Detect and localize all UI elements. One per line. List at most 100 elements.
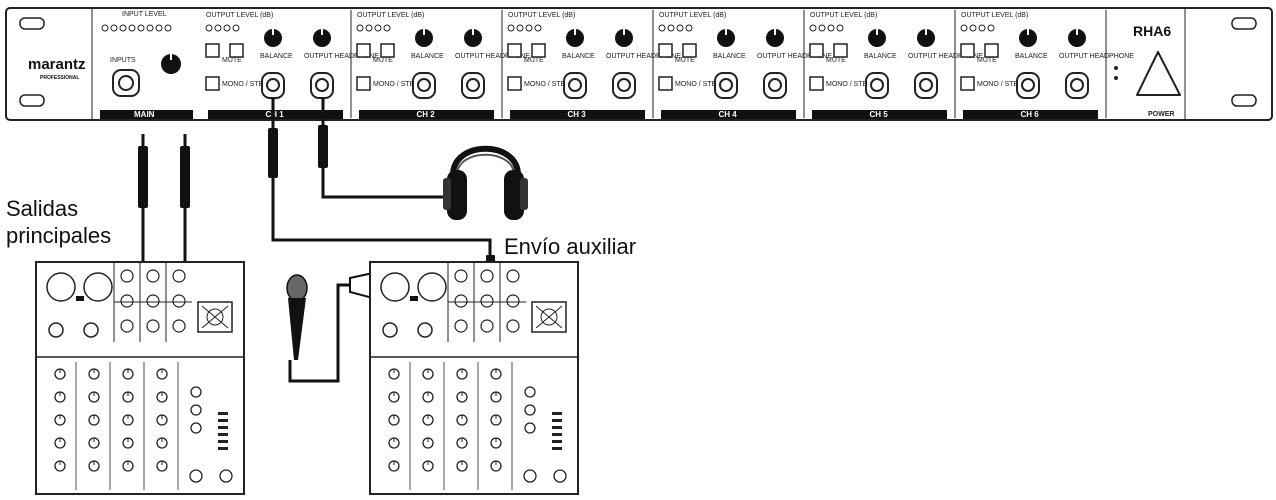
mute-button[interactable] (205, 43, 220, 58)
patch-jack[interactable] (146, 269, 160, 283)
patch-jack[interactable] (454, 294, 468, 308)
mute-label: MUTE (826, 57, 846, 64)
patch-jack[interactable] (480, 294, 494, 308)
output-knob[interactable] (464, 29, 482, 47)
balance-jack[interactable] (261, 72, 285, 99)
master-knob[interactable] (190, 422, 202, 434)
patch-jack[interactable] (146, 294, 160, 308)
meter-segment (552, 440, 562, 443)
patch-jack[interactable] (146, 319, 160, 333)
patch-jack[interactable] (172, 269, 186, 283)
source-button[interactable] (984, 43, 999, 58)
balance-knob[interactable] (566, 29, 584, 47)
headphone-jack[interactable] (612, 72, 636, 99)
master-knob[interactable] (524, 422, 536, 434)
patch-jack[interactable] (480, 269, 494, 283)
source-button[interactable] (682, 43, 697, 58)
patch-jack[interactable] (120, 269, 134, 283)
patch-jack[interactable] (120, 294, 134, 308)
microphone (286, 274, 308, 360)
cables (141, 168, 492, 383)
balance-jack[interactable] (563, 72, 587, 99)
brand-logo: marantz (28, 56, 86, 73)
xlr-input[interactable] (83, 272, 113, 302)
patch-jack[interactable] (506, 294, 520, 308)
level-led (818, 24, 826, 32)
balance-knob[interactable] (717, 29, 735, 47)
patch-jack[interactable] (506, 319, 520, 333)
balance-jack[interactable] (865, 72, 889, 99)
phones-knob[interactable] (553, 469, 567, 483)
power-button[interactable] (1136, 51, 1181, 96)
main-input-jack[interactable] (112, 69, 140, 97)
mute-button[interactable] (658, 43, 673, 58)
level-led (365, 24, 373, 32)
meter-segment (552, 412, 562, 415)
mono-stereo-label: MONO / STEREO (373, 81, 430, 88)
mono-stereo-button[interactable] (205, 76, 220, 91)
mute-button[interactable] (356, 43, 371, 58)
source-button[interactable] (229, 43, 244, 58)
source-button[interactable] (380, 43, 395, 58)
headphone-jack[interactable] (763, 72, 787, 99)
mono-stereo-button[interactable] (356, 76, 371, 91)
output-knob[interactable] (615, 29, 633, 47)
xlr-input[interactable] (417, 272, 447, 302)
mono-stereo-button[interactable] (507, 76, 522, 91)
jack-input[interactable] (48, 322, 64, 338)
mute-button[interactable] (809, 43, 824, 58)
output-level-label: OUTPUT LEVEL (dB) (508, 12, 575, 19)
source-button[interactable] (531, 43, 546, 58)
balance-knob[interactable] (415, 29, 433, 47)
mono-stereo-button[interactable] (809, 76, 824, 91)
xlr-input[interactable] (380, 272, 410, 302)
patch-jack[interactable] (172, 319, 186, 333)
headphone-label: OUTPUT HEADPHONE (455, 53, 530, 60)
meter-segment (552, 426, 562, 429)
output-knob[interactable] (766, 29, 784, 47)
rack-unit: marantz PROFESSIONAL INPUT LEVEL INPUTS … (5, 7, 1273, 121)
output-knob[interactable] (313, 29, 331, 47)
output-knob[interactable] (917, 29, 935, 47)
headphone-jack[interactable] (461, 72, 485, 99)
balance-knob[interactable] (264, 29, 282, 47)
source-button[interactable] (833, 43, 848, 58)
patch-jack[interactable] (506, 269, 520, 283)
master-knob[interactable] (190, 404, 202, 416)
headphone-jack[interactable] (1065, 72, 1089, 99)
input-level-knob[interactable] (161, 54, 181, 74)
patch-jack[interactable] (454, 269, 468, 283)
patch-jack[interactable] (480, 319, 494, 333)
power-section: RHA6 POWER (1114, 23, 1181, 118)
main-knob[interactable] (523, 469, 537, 483)
headphone-jack[interactable] (914, 72, 938, 99)
main-knob[interactable] (189, 469, 203, 483)
master-knob[interactable] (190, 386, 202, 398)
mono-stereo-button[interactable] (960, 76, 975, 91)
balance-jack[interactable] (1016, 72, 1040, 99)
jack-input[interactable] (417, 322, 433, 338)
jack-input[interactable] (83, 322, 99, 338)
master-knob[interactable] (524, 404, 536, 416)
patch-jack[interactable] (454, 319, 468, 333)
balance-knob[interactable] (868, 29, 886, 47)
jack-plug (318, 98, 328, 168)
phones-knob[interactable] (219, 469, 233, 483)
mute-button[interactable] (507, 43, 522, 58)
mute-button[interactable] (960, 43, 975, 58)
patch-jack[interactable] (172, 294, 186, 308)
jack-plug (138, 134, 148, 208)
balance-jack[interactable] (714, 72, 738, 99)
patch-jack[interactable] (120, 319, 134, 333)
jack-input[interactable] (382, 322, 398, 338)
mono-stereo-button[interactable] (658, 76, 673, 91)
balance-knob[interactable] (1019, 29, 1037, 47)
balance-jack[interactable] (412, 72, 436, 99)
headphone-jack[interactable] (310, 72, 334, 99)
xlr-input[interactable] (46, 272, 76, 302)
output-knob[interactable] (1068, 29, 1086, 47)
level-led (214, 24, 222, 32)
level-led (232, 24, 240, 32)
master-knob[interactable] (524, 386, 536, 398)
